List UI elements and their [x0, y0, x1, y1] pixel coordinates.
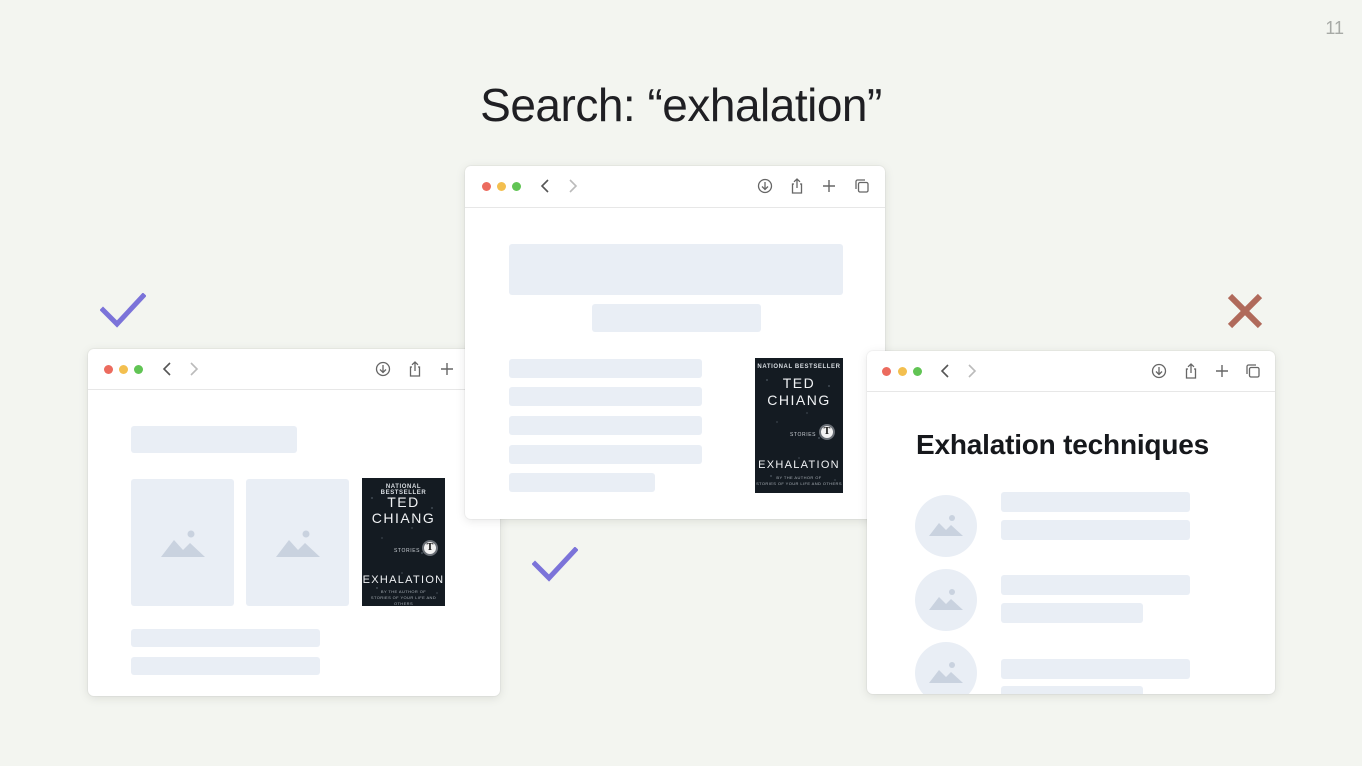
close-button[interactable] [104, 365, 113, 374]
image-placeholder [246, 479, 349, 606]
zoom-button[interactable] [134, 365, 143, 374]
book-tagline-1: BY THE AUTHOR OF [776, 475, 822, 480]
minimize-button[interactable] [119, 365, 128, 374]
book-badge: NATIONAL BESTSELLER [757, 364, 841, 370]
zoom-button[interactable] [913, 367, 922, 376]
share-icon[interactable] [1182, 362, 1200, 380]
page-heading: Exhalation techniques [916, 429, 1209, 460]
download-icon[interactable] [1150, 362, 1168, 380]
book-tagline-2: STORIES OF YOUR LIFE AND OTHERS [756, 481, 842, 486]
tabs-icon[interactable] [1244, 362, 1262, 380]
book-title: EXHALATION [758, 459, 840, 471]
zoom-button[interactable] [512, 182, 521, 191]
browser-toolbar [465, 166, 885, 208]
book-badge: NATIONAL BESTSELLER [380, 484, 427, 496]
book-title: EXHALATION [362, 574, 445, 586]
book-author-last: CHIANG [767, 392, 831, 408]
new-tab-icon[interactable] [820, 177, 838, 195]
book-tagline-2: STORIES OF YOUR LIFE AND OTHERS [370, 595, 437, 606]
forward-icon[interactable] [184, 359, 202, 379]
new-tab-icon[interactable] [438, 360, 456, 378]
slide-title: Search: “exhalation” [480, 79, 882, 131]
back-icon[interactable] [159, 359, 177, 379]
forward-icon[interactable] [962, 361, 980, 381]
starfield-decoration [371, 497, 438, 594]
image-placeholder [131, 479, 234, 606]
download-icon[interactable] [374, 360, 392, 378]
book-cover[interactable]: NATIONAL BESTSELLER TED CHIANG STORIES T… [755, 358, 843, 493]
forward-icon[interactable] [563, 176, 581, 196]
image-icon [929, 589, 963, 610]
check-icon [532, 547, 578, 582]
image-icon [929, 662, 963, 683]
share-icon[interactable] [788, 177, 806, 195]
tabs-icon[interactable] [853, 177, 871, 195]
text-placeholder [1001, 686, 1143, 694]
book-genre: STORIES [790, 432, 817, 438]
browser-toolbar [867, 351, 1275, 392]
text-placeholder [131, 629, 320, 647]
book-cover[interactable]: NATIONAL BESTSELLER TED CHIANG STORIES T… [362, 478, 445, 606]
text-placeholder [509, 416, 702, 435]
browser-toolbar [88, 349, 500, 390]
thumbnail-placeholder [915, 569, 977, 631]
close-button[interactable] [482, 182, 491, 191]
text-placeholder [1001, 603, 1143, 623]
thumbnail-placeholder [915, 495, 977, 557]
book-author-first: TED [782, 375, 816, 391]
back-icon[interactable] [937, 361, 955, 381]
book-genre: STORIES [394, 548, 421, 554]
subheading-placeholder [592, 304, 761, 332]
image-icon [929, 515, 963, 536]
text-placeholder [509, 359, 702, 378]
browser-window-center: NATIONAL BESTSELLER TED CHIANG STORIES T… [465, 166, 885, 519]
text-placeholder [1001, 520, 1190, 540]
nyt-seal-icon: T [422, 540, 438, 556]
page-number: 11 [1325, 18, 1344, 38]
image-icon [276, 530, 320, 557]
starfield-decoration [766, 379, 836, 481]
share-icon[interactable] [406, 360, 424, 378]
nyt-seal-icon: T [819, 424, 835, 440]
text-placeholder [131, 657, 320, 675]
text-placeholder [509, 473, 655, 492]
minimize-button[interactable] [497, 182, 506, 191]
heading-placeholder [131, 426, 297, 453]
browser-window-right: Exhalation techniques [867, 351, 1275, 694]
text-placeholder [1001, 492, 1190, 512]
close-button[interactable] [882, 367, 891, 376]
back-icon[interactable] [537, 176, 555, 196]
image-icon [161, 530, 205, 557]
check-icon [100, 293, 146, 328]
browser-window-left: NATIONAL BESTSELLER TED CHIANG STORIES T… [88, 349, 500, 696]
book-author-last: CHIANG [371, 510, 436, 526]
heading-placeholder [509, 244, 843, 295]
book-author-first: TED [387, 494, 420, 510]
text-placeholder [1001, 659, 1190, 679]
minimize-button[interactable] [898, 367, 907, 376]
text-placeholder [509, 445, 702, 464]
text-placeholder [1001, 575, 1190, 595]
cross-icon [1227, 293, 1263, 329]
book-tagline-1: BY THE AUTHOR OF [380, 589, 427, 594]
text-placeholder [509, 387, 702, 406]
thumbnail-placeholder [915, 642, 977, 694]
new-tab-icon[interactable] [1213, 362, 1231, 380]
download-icon[interactable] [756, 177, 774, 195]
